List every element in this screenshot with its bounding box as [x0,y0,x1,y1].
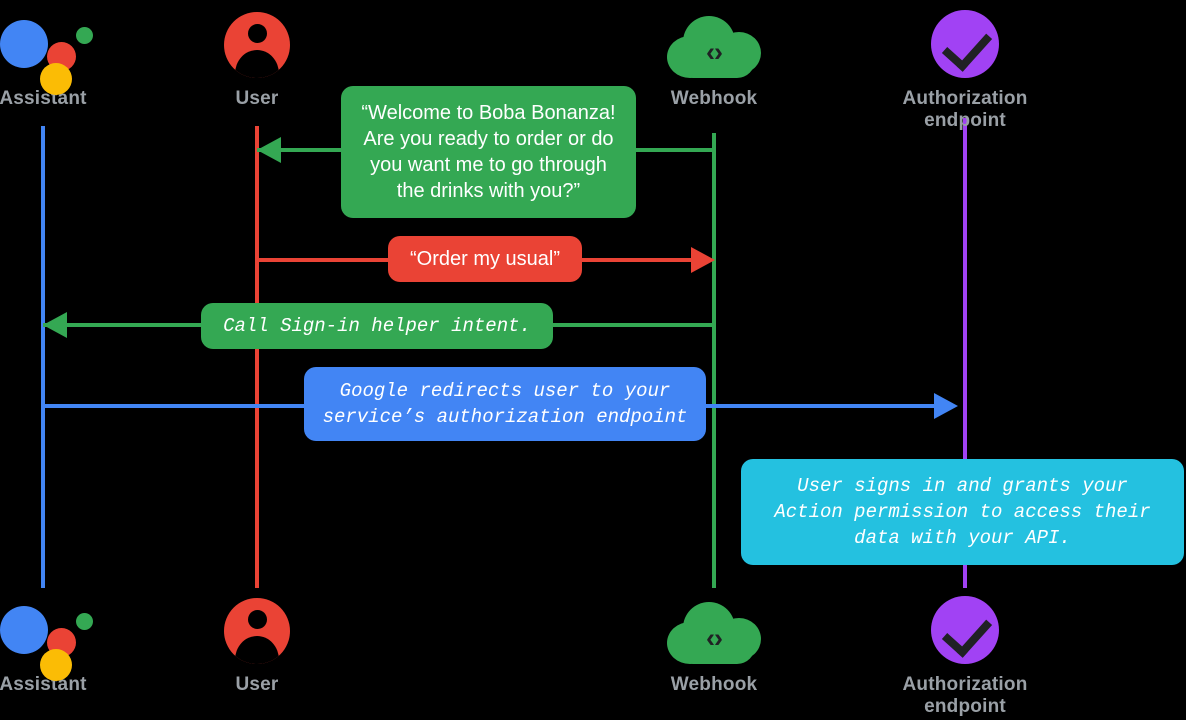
cloud-shape [667,602,761,664]
code-brackets-icon: ‹› [706,37,723,67]
actor-label-assistant-bottom: Assistant [0,674,87,695]
message-text-line: you want me to go through [370,154,607,176]
assistant-dot-yellow [40,649,72,681]
assistant-dot-green [76,613,93,630]
message-bubble-google-redirects: Google redirects user to your service’s … [304,367,706,441]
message-text-line: Action permission to access their [774,501,1151,523]
actor-label-user-top: User [235,88,279,109]
actor-webhook-top: ‹› Webhook [614,8,814,110]
message-text-line: “Welcome to Boba Bonanza! [361,102,616,124]
purple-checkmark-icon [865,8,1065,88]
cloud-base [675,640,755,664]
lifeline-assistant [41,126,45,588]
actor-assistant-bottom: Assistant [0,594,143,696]
message-bubble-order-my-usual: “Order my usual” [388,236,582,282]
code-brackets-icon: ‹› [706,623,723,653]
actor-user-bottom: User [157,594,357,696]
assistant-dot-green [76,27,93,44]
arrow-head-welcome-left [257,137,281,163]
cloud-base [675,54,755,78]
message-text-line: “Order my usual” [409,248,561,270]
message-bubble-user-signs-in: User signs in and grants your Action per… [741,459,1184,565]
google-assistant-icon [0,8,143,95]
user-avatar-body [235,50,279,78]
user-avatar-ring [224,598,290,664]
actor-label-webhook-top: Webhook [670,88,758,109]
message-text-line: User signs in and grants your [797,475,1128,497]
cloud-shape [667,16,761,78]
arrow-head-google-redirects-right [934,393,958,419]
actor-label-authorization-endpoint-top-line2: endpoint [924,110,1006,131]
cloud-code-icon: ‹› [614,8,814,88]
purple-checkmark-icon [865,594,1065,674]
user-avatar-body [235,636,279,664]
actor-label-authorization-endpoint-top-line1: Authorization [902,88,1028,109]
actor-label-assistant-top: Assistant [0,88,87,109]
actor-label-user-bottom: User [235,674,279,695]
actor-label-authorization-endpoint-bottom-line1: Authorization [902,674,1028,695]
message-bubble-call-sign-in-helper: Call Sign-in helper intent. [201,303,553,349]
arrow-head-call-sign-in-helper-left [43,312,67,338]
user-avatar-icon [157,8,357,88]
message-text-line: the drinks with you?” [396,180,581,202]
message-text-line: Are you ready to order or do [363,128,614,150]
user-avatar-icon [157,594,357,674]
actor-label-authorization-endpoint-bottom-line2: endpoint [924,696,1006,717]
message-text-line: Call Sign-in helper intent. [223,315,531,337]
actor-assistant-top: Assistant [0,8,143,110]
user-avatar-ring [224,12,290,78]
cloud-code-icon: ‹› [614,594,814,674]
assistant-dot-yellow [40,63,72,95]
message-text-line: data with your API. [854,527,1071,549]
message-bubble-welcome: “Welcome to Boba Bonanza! Are you ready … [341,86,636,218]
actor-authorization-endpoint-bottom: Authorization endpoint [865,594,1065,718]
actor-authorization-endpoint-top: Authorization endpoint [865,8,1065,132]
lifeline-webhook [712,133,716,588]
auth-circle [931,596,999,664]
arrow-head-order-my-usual-right [691,247,715,273]
user-avatar-head [248,24,267,43]
assistant-dot-blue [0,606,48,654]
message-text-line: Google redirects user to your [339,380,671,402]
assistant-dot-blue [0,20,48,68]
google-assistant-icon [0,594,143,681]
message-text-line: service’s authorization endpoint [322,406,688,428]
auth-circle [931,10,999,78]
actor-user-top: User [157,8,357,110]
actor-label-webhook-bottom: Webhook [670,674,758,695]
lifeline-user [255,126,259,588]
lifeline-authorization-endpoint [963,118,967,588]
actor-webhook-bottom: ‹› Webhook [614,594,814,696]
user-avatar-head [248,610,267,629]
